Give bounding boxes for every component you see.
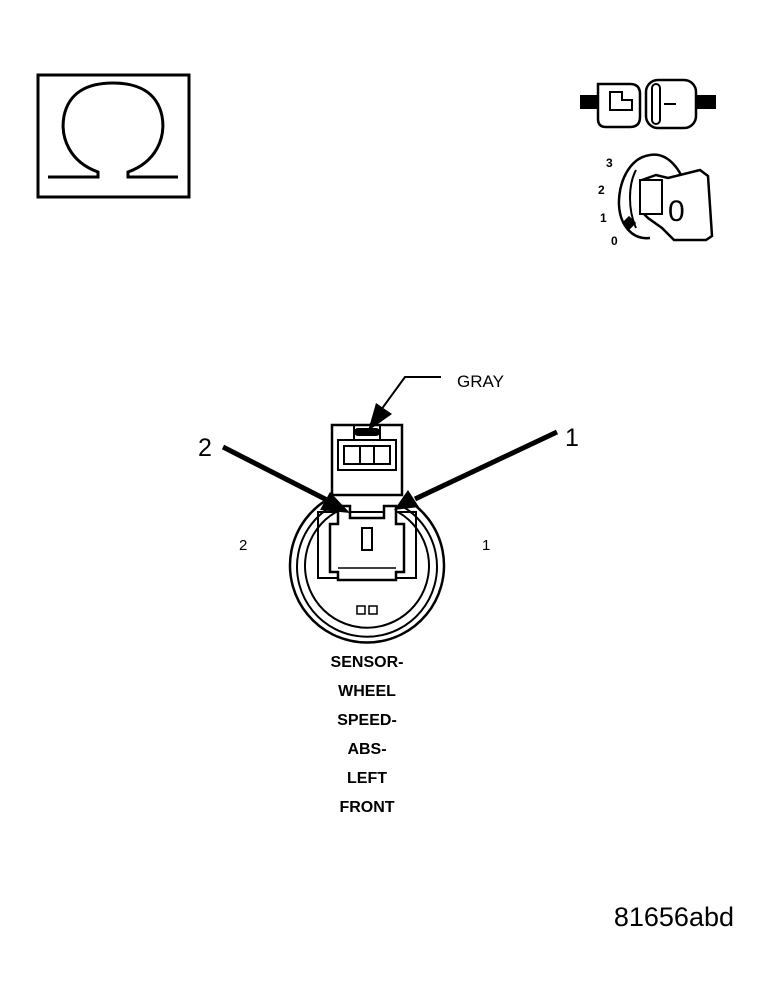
ohm-meter-icon — [36, 73, 191, 199]
ignition-position-2: 2 — [598, 183, 605, 197]
ignition-position-3: 3 — [606, 156, 613, 170]
ignition-key-label: 0 — [668, 195, 685, 228]
cavity-label-left: 2 — [239, 537, 247, 554]
ignition-switch-icon — [617, 153, 714, 242]
callout-label-left: 2 — [198, 434, 212, 462]
disconnected-connector-icon — [580, 78, 716, 130]
reference-code: 81656abd — [613, 902, 734, 932]
connector-body — [288, 423, 446, 644]
caption-line: LEFT — [347, 770, 387, 787]
callout-arrow-left — [221, 444, 350, 513]
caption-line: SENSOR- — [330, 654, 404, 671]
connector-caption: SENSOR- WHEEL SPEED- ABS- LEFT FRONT — [267, 648, 467, 822]
caption-line: WHEEL — [338, 683, 396, 700]
connector-color-label: GRAY — [457, 372, 504, 391]
ignition-position-1: 1 — [600, 211, 607, 225]
caption-line: ABS- — [347, 741, 387, 758]
callout-arrow-right — [394, 429, 559, 510]
caption-line: SPEED- — [337, 712, 397, 729]
color-leader — [368, 376, 441, 431]
ignition-position-0: 0 — [611, 234, 618, 248]
caption-line: FRONT — [339, 799, 395, 816]
callout-label-right: 1 — [565, 424, 579, 452]
cavity-label-right: 1 — [482, 537, 490, 554]
